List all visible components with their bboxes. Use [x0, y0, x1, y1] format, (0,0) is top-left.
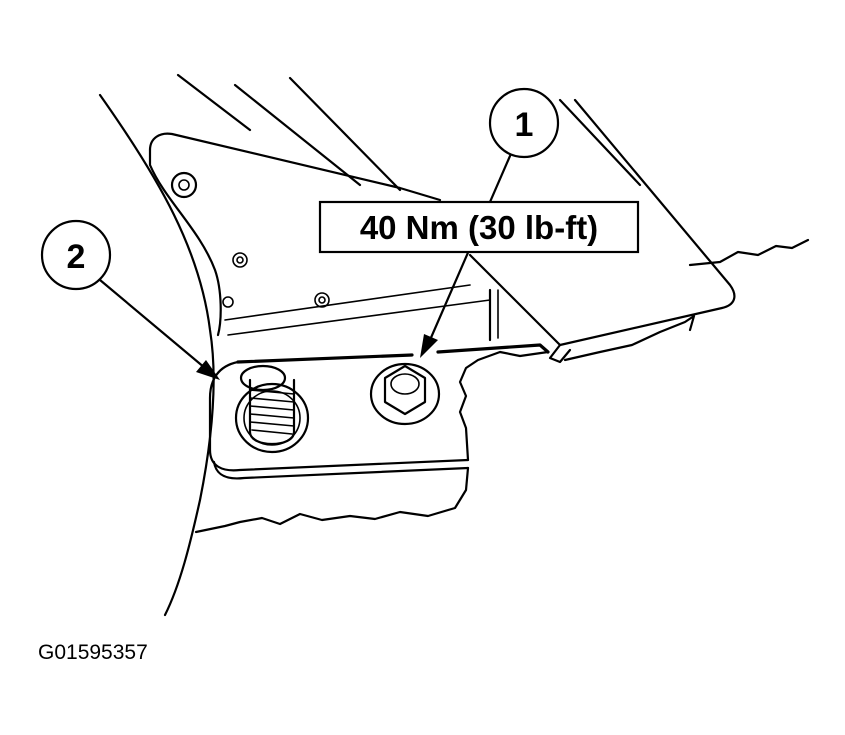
hex-bolt: [369, 362, 441, 426]
upper-plate: [148, 132, 491, 337]
callout-1-number: 1: [515, 106, 534, 144]
plate-hole-4: [222, 296, 234, 308]
body-outline: [98, 73, 402, 617]
callout-1-arrowhead: [420, 334, 438, 358]
bracket-arm: [468, 98, 810, 364]
plate-hole-2: [232, 252, 248, 268]
callout-2-arrowhead: [196, 360, 220, 380]
plate-hole-3: [314, 292, 330, 308]
plate-hole-1: [170, 171, 198, 199]
torque-spec-label: 40 Nm (30 lb-ft): [360, 209, 598, 246]
callout-2-number: 2: [67, 238, 86, 276]
callout-2: 2: [40, 219, 220, 380]
figure-id: G01595357: [38, 641, 148, 664]
stud: [234, 364, 310, 454]
lower-plate: [194, 343, 550, 534]
torque-spec-box: 40 Nm (30 lb-ft): [318, 200, 640, 254]
